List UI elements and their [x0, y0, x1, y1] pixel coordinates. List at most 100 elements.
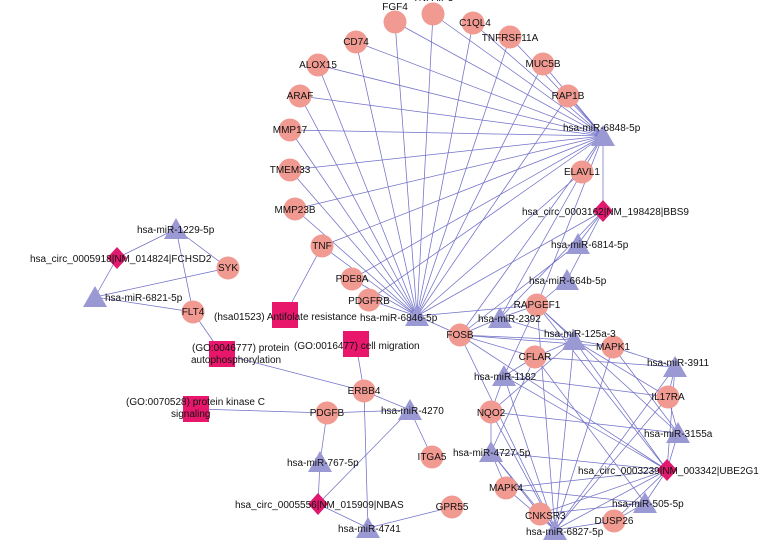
node-label: hsa-miR-4727-5p — [453, 448, 531, 459]
edge — [554, 346, 614, 531]
node-label: hsa-miR-505-5p — [612, 499, 684, 510]
edge — [289, 129, 604, 137]
gene-node[interactable] — [181, 300, 205, 324]
gene-node[interactable] — [528, 502, 552, 526]
mirna-node[interactable] — [666, 422, 690, 443]
node-label: MAPK1 — [596, 342, 630, 353]
mirna-node[interactable] — [308, 451, 332, 472]
gene-node[interactable] — [656, 385, 680, 409]
edge — [432, 13, 604, 137]
edge — [416, 210, 604, 317]
mirna-node[interactable] — [633, 492, 657, 513]
gene-node[interactable] — [421, 2, 445, 26]
gene-node[interactable] — [288, 84, 312, 108]
edge — [321, 245, 418, 317]
node-label: MMP17 — [273, 125, 308, 136]
node-label: ELAVL1 — [564, 167, 600, 178]
gene-node[interactable] — [357, 288, 381, 312]
mirna-node[interactable] — [356, 517, 380, 538]
node-label: hsa-miR-6827-5p — [526, 527, 604, 538]
term-node[interactable] — [343, 331, 369, 357]
mirna-node[interactable] — [164, 218, 188, 239]
label-layer: FGF4TNFAIP3C1QL4CD74TNFRSF11AALOX15MUC5B… — [30, 0, 759, 538]
gene-node[interactable] — [420, 445, 444, 469]
edge — [459, 243, 579, 336]
node-layer — [83, 2, 690, 540]
gene-node[interactable] — [352, 379, 376, 403]
mirna-node[interactable] — [591, 125, 615, 146]
node-label: MAPK4 — [489, 483, 523, 494]
node-label: ARAF — [287, 91, 314, 102]
gene-node[interactable] — [461, 11, 485, 35]
mirna-node[interactable] — [488, 307, 512, 328]
edge — [612, 346, 679, 434]
mirna-node[interactable] — [566, 233, 590, 254]
edge — [299, 95, 604, 137]
gene-node[interactable] — [440, 495, 464, 519]
mirna-node[interactable] — [543, 519, 567, 540]
gene-node[interactable] — [278, 118, 302, 142]
mirna-node[interactable] — [398, 399, 422, 420]
circrna-node[interactable] — [308, 493, 328, 515]
edge-layer — [94, 13, 679, 531]
term-node[interactable] — [272, 302, 298, 328]
edge — [355, 41, 604, 137]
mirna-node[interactable] — [562, 329, 586, 350]
edge — [509, 36, 604, 137]
edge — [416, 171, 583, 317]
edge — [416, 22, 474, 317]
gene-node[interactable] — [340, 267, 364, 291]
gene-node[interactable] — [283, 197, 307, 221]
gene-node[interactable] — [570, 160, 594, 184]
mirna-node[interactable] — [492, 365, 516, 386]
circrna-node[interactable] — [107, 247, 127, 269]
gene-node[interactable] — [216, 256, 240, 280]
gene-node[interactable] — [498, 25, 522, 49]
gene-node[interactable] — [278, 158, 302, 182]
gene-node[interactable] — [523, 345, 547, 369]
mirna-node[interactable] — [405, 305, 429, 326]
gene-node[interactable] — [448, 323, 472, 347]
circrna-node[interactable] — [657, 459, 677, 481]
gene-node[interactable] — [525, 293, 549, 317]
gene-node[interactable] — [601, 335, 625, 359]
mirna-node[interactable] — [479, 441, 503, 462]
edge — [539, 502, 646, 515]
gene-node[interactable] — [306, 53, 330, 77]
term-node[interactable] — [209, 341, 235, 367]
edge — [416, 95, 569, 317]
edge — [503, 304, 538, 377]
mirna-node[interactable] — [663, 356, 687, 377]
mirna-node[interactable] — [555, 269, 579, 290]
edge — [221, 353, 365, 392]
node-label: hsa-miR-125a-3 — [544, 329, 616, 340]
node-label: MMP23B — [274, 205, 315, 216]
gene-node[interactable] — [494, 476, 518, 500]
edge — [505, 487, 646, 504]
circrna-node[interactable] — [593, 200, 613, 222]
edge — [416, 63, 544, 317]
edge — [490, 339, 575, 413]
gene-node[interactable] — [315, 401, 339, 425]
edge — [666, 366, 676, 471]
gene-node[interactable] — [556, 84, 580, 108]
edge — [94, 296, 194, 313]
gene-node[interactable] — [383, 10, 407, 34]
node-label: CFLAR — [519, 352, 552, 363]
gene-node[interactable] — [531, 52, 555, 76]
gene-node[interactable] — [344, 30, 368, 54]
gene-node[interactable] — [310, 234, 334, 258]
mirna-node[interactable] — [83, 286, 107, 307]
gene-node[interactable] — [479, 400, 503, 424]
gene-node[interactable] — [602, 509, 626, 533]
node-label: CD74 — [343, 37, 369, 48]
edge — [554, 469, 668, 531]
edge — [416, 36, 511, 317]
term-node[interactable] — [183, 396, 209, 422]
node-label: PDGFRB — [348, 296, 390, 307]
node-label: hsa_circ_0005556|NM_015909|NBAS — [235, 500, 404, 511]
edge — [355, 41, 418, 317]
